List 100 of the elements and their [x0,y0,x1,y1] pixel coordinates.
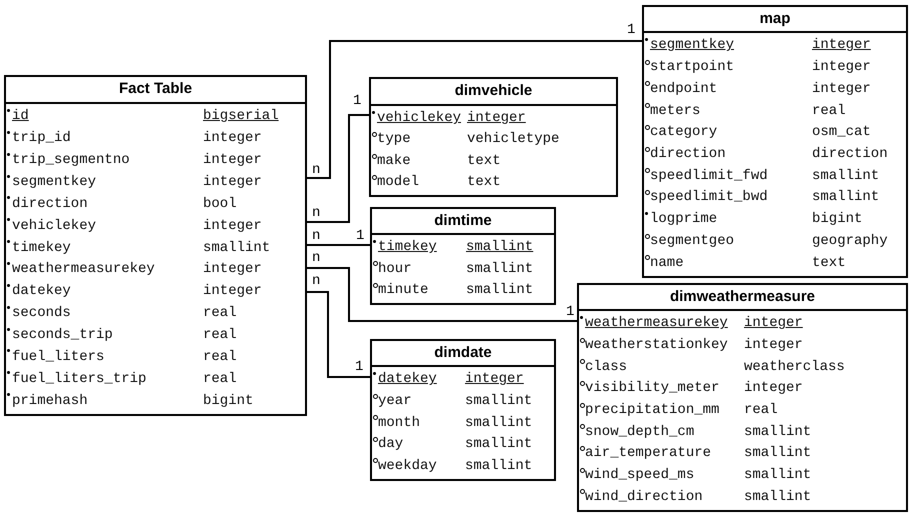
column-name: category [650,124,718,140]
column-type: integer [812,59,871,76]
column-name: air_temperature [585,445,712,462]
cardinality-label: 1 [356,229,364,243]
column-type: integer [465,371,524,388]
relationship-line [307,291,370,378]
column-type: smallint [744,488,812,505]
column-type: bigserial [203,108,279,124]
column-type: bigint [203,392,254,409]
table-title: map [760,10,790,27]
column-type: integer [203,152,262,168]
column-type: smallint [465,414,532,430]
table-box [642,5,908,278]
column-name: vehiclekey [12,218,96,234]
cardinality-label: 1 [566,305,574,319]
column-name: startpoint [650,59,734,76]
column-name: fuel_liters_trip [12,370,146,387]
cardinality-label: 1 [355,360,364,374]
column-type: smallint [465,436,532,452]
column-name: visibility_meter [585,380,720,396]
column-type: bigint [812,211,862,228]
table-box [370,207,556,305]
cardinality-label: n [312,163,320,177]
column-type: real [203,305,237,322]
column-name: segmentkey [12,174,96,190]
column-type: smallint [466,239,534,256]
column-type: integer [203,174,262,190]
column-name: weathermeasurekey [585,315,728,332]
column-type: real [203,370,237,387]
column-name: class [585,358,628,375]
column-name: id [12,108,29,124]
column-type: smallint [744,445,812,462]
column-name: primehash [12,392,88,409]
column-type: integer [467,110,526,126]
cardinality-label: n [312,274,320,288]
column-type: vehicletype [467,131,560,148]
column-type: smallint [465,458,532,474]
column-name: timekey [378,239,437,256]
column-type: real [812,102,846,119]
cardinality-label: n [312,251,320,265]
column-name: datekey [378,371,437,388]
column-name: model [377,174,420,190]
column-type: real [744,402,778,418]
table-title: Fact Table [118,80,192,97]
column-name: direction [650,146,726,162]
column-type: smallint [203,240,270,256]
column-type: osm_cat [812,124,871,140]
column-name: wind_speed_ms [585,467,694,483]
column-name: precipitation_mm [585,402,720,418]
column-name: datekey [12,283,71,300]
column-name: meters [650,102,700,119]
column-name: seconds [12,305,71,322]
column-type: text [812,254,846,271]
column-type: weatherclass [744,358,845,375]
column-name: vehiclekey [377,110,462,126]
column-type: smallint [744,424,812,440]
column-type: direction [812,146,888,162]
column-type: smallint [465,392,532,409]
column-name: day [378,436,404,452]
column-type: integer [203,283,262,300]
column-name: timekey [12,240,71,256]
column-name: hour [378,260,412,276]
cardinality-label: n [312,206,320,220]
relationship-line [307,114,369,223]
column-type: geography [812,232,888,249]
table-title: dimdate [434,344,492,361]
column-name: trip_id [12,130,71,146]
column-name: trip_segmentno [12,152,130,168]
cardinality-label: 1 [627,23,636,37]
column-type: integer [744,380,803,396]
relationship-line [307,267,577,322]
column-name: type [377,131,411,148]
column-name: weathermeasurekey [12,261,155,278]
column-name: year [378,392,412,409]
column-type: smallint [812,168,880,184]
table-title: dimtime [434,212,492,229]
column-name: name [650,254,684,271]
column-name: endpoint [650,80,718,97]
column-name: segmentgeo [650,232,734,249]
column-type: integer [203,261,262,278]
column-type: text [467,152,501,169]
table-box [370,339,556,481]
column-name: direction [12,196,88,212]
table-title: dimweathermeasure [670,288,816,305]
column-type: real [203,327,237,343]
column-type: bool [203,196,237,212]
column-type: integer [812,37,871,54]
column-name: month [378,414,420,430]
column-type: smallint [744,467,812,483]
column-name: make [377,152,411,169]
column-type: integer [203,218,262,234]
column-type: text [467,174,501,190]
column-name: seconds_trip [12,327,113,343]
column-name: segmentkey [650,37,734,54]
cardinality-label: n [312,229,320,243]
column-type: integer [203,130,262,146]
column-name: snow_depth_cm [585,424,694,440]
column-name: minute [378,282,428,298]
column-name: fuel_liters [12,348,104,365]
table-box [577,283,908,512]
